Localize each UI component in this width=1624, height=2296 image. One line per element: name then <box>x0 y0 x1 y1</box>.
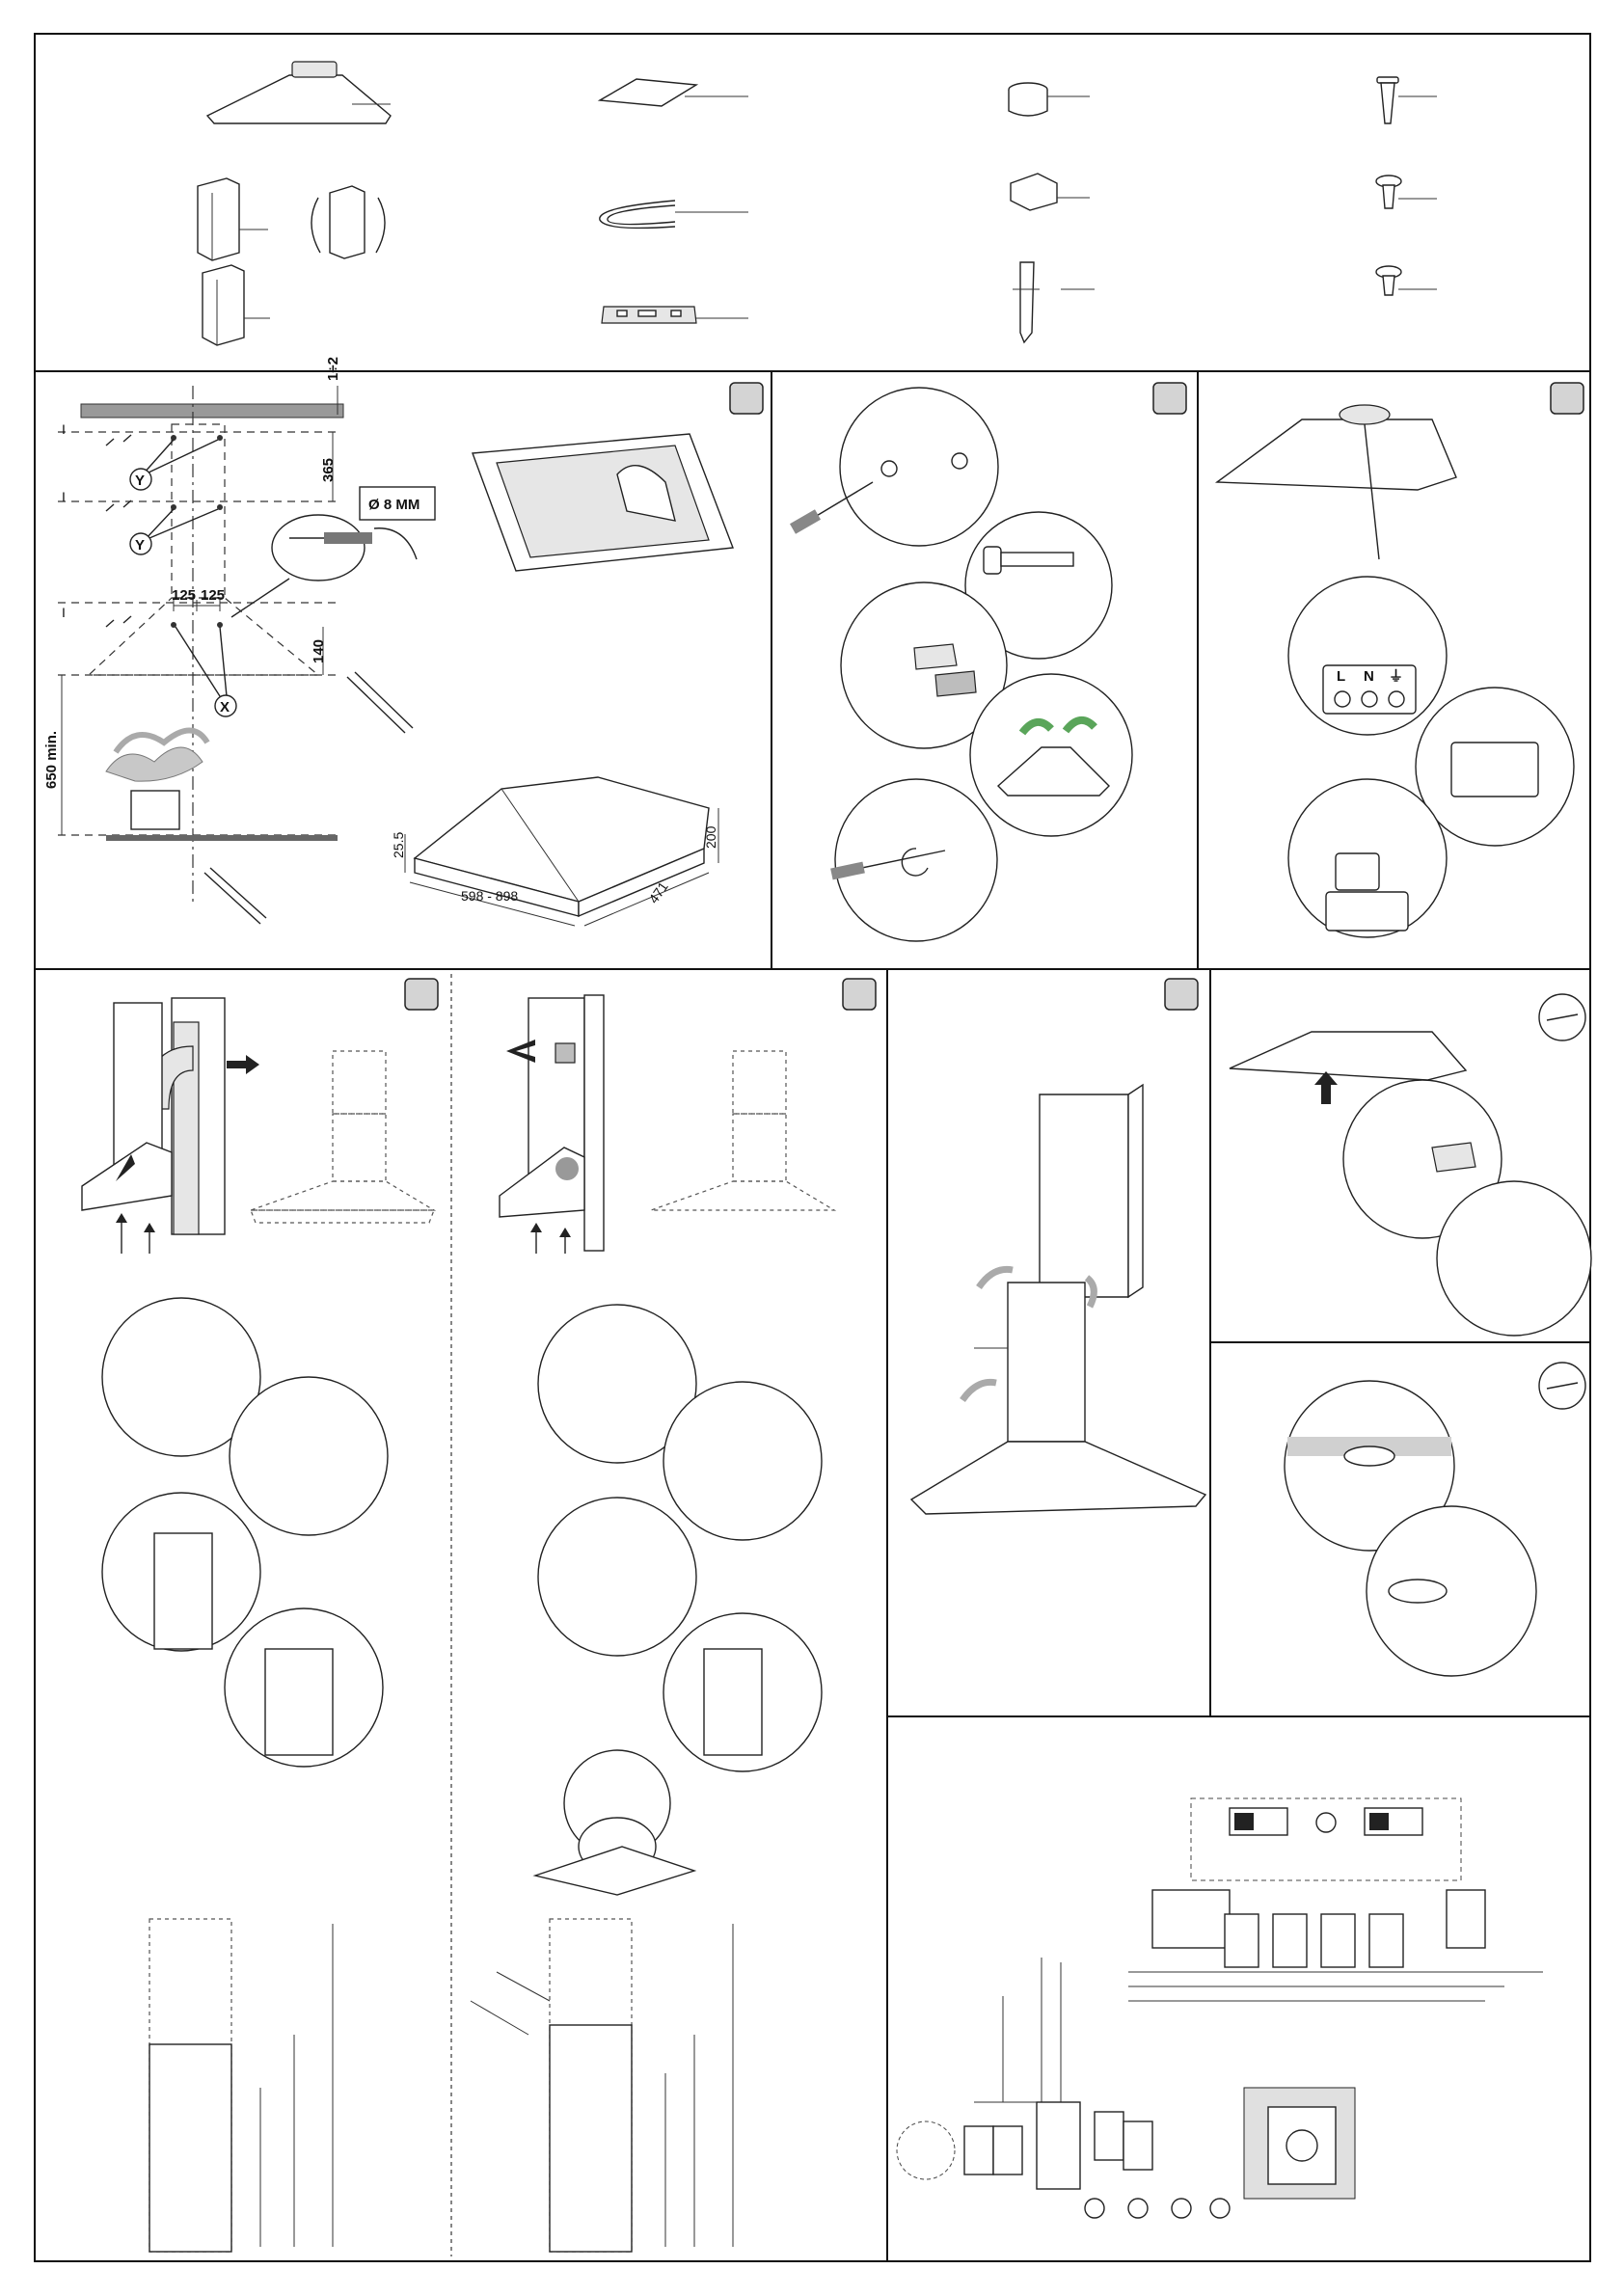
dim-140: 140 <box>311 639 327 663</box>
terminal-n-label: N <box>1364 668 1374 685</box>
step-badge-1 <box>729 382 764 415</box>
component-chimney-lower <box>202 264 270 346</box>
component-chimney-upper <box>197 177 268 261</box>
dim-365: 365 <box>320 458 337 482</box>
component-flange <box>1008 82 1090 117</box>
electrical-panel: L N ⏚ <box>1214 382 1584 938</box>
mark-1b: I <box>62 489 66 504</box>
pencil <box>203 671 414 925</box>
svg-text:Y: Y <box>135 537 145 554</box>
dim-hood-rim: 25.5 <box>391 832 406 858</box>
recirculating-panel <box>470 978 877 2253</box>
panel-grid <box>34 33 1591 2262</box>
fixing-panel <box>790 382 1187 942</box>
hood-bottom-view <box>472 433 734 572</box>
wiring-diagram <box>896 1797 1543 2219</box>
chimney-dimensions-recirc <box>470 1918 734 2253</box>
maintenance-panel-lamp <box>1284 1362 1586 1677</box>
label-y-upper: Y <box>129 439 219 491</box>
component-screw-short <box>1375 265 1437 296</box>
component-screw-long <box>1376 76 1437 124</box>
screwdriver <box>790 481 874 534</box>
terminal-block: L N ⏚ <box>1322 664 1417 715</box>
mark-1a: I <box>62 421 66 437</box>
components-panel <box>197 61 1437 346</box>
step-badge-3 <box>1550 382 1584 415</box>
step-badge-5 <box>842 978 877 1011</box>
step-badge-4 <box>404 978 439 1011</box>
label-x: X <box>175 626 237 717</box>
cooktop-with-pot <box>105 727 338 841</box>
step-badge-6 <box>1164 978 1199 1011</box>
svg-text:X: X <box>220 699 230 716</box>
dim-hood-width: 598 - 898 <box>461 888 518 904</box>
component-wall-plug <box>1013 261 1095 344</box>
chimney-dimensions-ducted <box>149 1918 334 2253</box>
hood-dimensions: 598 - 898 471 200 25.5 <box>391 776 719 927</box>
mark-1c: I <box>62 605 66 620</box>
component-chimney-rotating <box>311 185 386 259</box>
switch-bank <box>1224 1913 1404 1968</box>
ducted-panel <box>81 978 439 2253</box>
component-screw-medium <box>1375 175 1437 209</box>
component-grease-filter <box>597 78 748 107</box>
terminal-l-label: L <box>1337 668 1345 685</box>
dim-1-2: 1÷2 <box>325 357 341 381</box>
dim-125a: 125 <box>172 587 196 604</box>
dim-650-min: 650 min. <box>43 731 60 789</box>
ground-symbol-icon: ⏚ <box>1389 668 1403 685</box>
mount-holes <box>105 434 223 628</box>
svg-text:Y: Y <box>135 473 145 489</box>
drill-size-label: Ø 8 MM <box>368 497 420 513</box>
installation-panel: I I I Y Y X 1÷2 365 125 125 <box>43 357 764 927</box>
component-wall-bracket <box>601 306 748 324</box>
component-hood <box>205 61 392 124</box>
drill-callout: Ø 8 MM <box>230 486 436 618</box>
label-y-lower: Y <box>129 508 219 555</box>
maintenance-panel-filters <box>1229 993 1592 1337</box>
step-badge-2 <box>1152 382 1187 415</box>
dim-125b: 125 <box>201 587 225 604</box>
assembly-panel <box>909 978 1207 1515</box>
component-clip <box>1010 173 1090 211</box>
component-power-cable <box>599 200 748 230</box>
dim-hood-height: 200 <box>703 825 718 849</box>
